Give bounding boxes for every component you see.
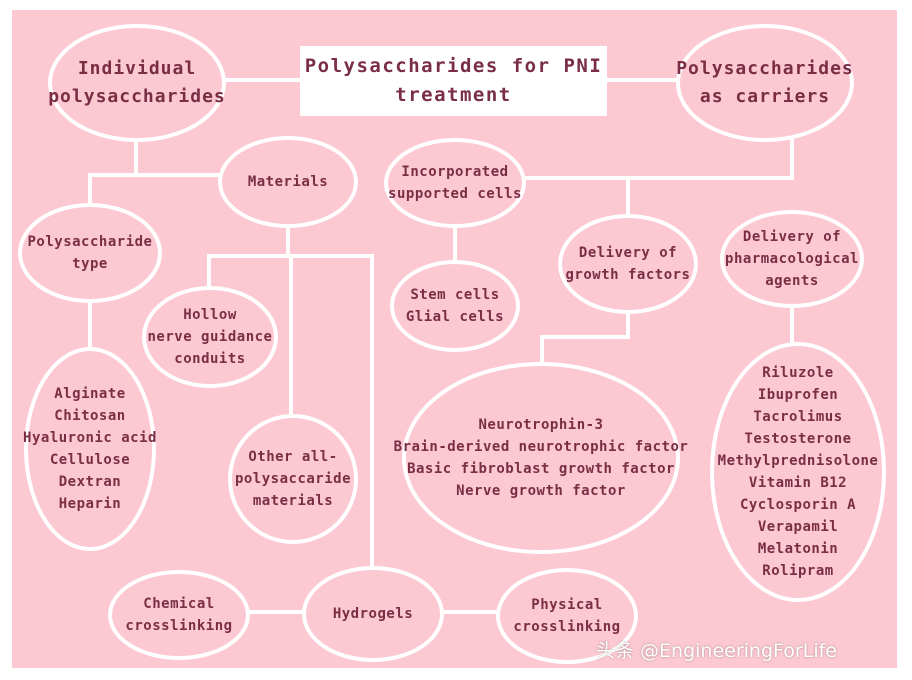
node-stem-glial-cells: Stem cells Glial cells xyxy=(390,260,520,352)
title-box: Polysaccharides for PNI treatment xyxy=(300,46,607,116)
title-line: treatment xyxy=(395,84,512,106)
node-polysaccharides-as-carriers: Polysaccharides as carriers xyxy=(676,24,854,142)
node-materials: Materials xyxy=(218,136,358,228)
node-growth-factor-list: Neurotrophin-3 Brain-derived neurotrophi… xyxy=(394,362,688,554)
watermark: 头条 @EngineeringForLife xyxy=(596,640,837,662)
title-line: Polysaccharides for PNI xyxy=(304,55,603,77)
node-polysaccharide-list: Alginate Chitosan Hyaluronic acid Cellul… xyxy=(23,347,156,551)
node-hollow-conduits: Hollow nerve guidance conduits xyxy=(142,286,278,388)
node-pharmacological-agents: Delivery of pharmacological agents xyxy=(720,210,864,308)
link-type-materials xyxy=(88,173,224,207)
node-growth-factors: Delivery of growth factors xyxy=(558,214,698,314)
node-hydrogels: Hydrogels xyxy=(302,566,444,662)
node-physical-crosslinking: Physical crosslinking xyxy=(496,568,638,664)
node-chemical-crosslinking: Chemical crosslinking xyxy=(108,570,250,660)
node-incorporated-cells: Incorporated supported cells xyxy=(384,138,526,228)
link-carriers-cells xyxy=(514,138,794,180)
node-polysaccharide-type: Polysaccharide type xyxy=(18,203,162,303)
node-individual-polysaccharides: Individual polysaccharides xyxy=(48,24,226,142)
node-drug-list: Riluzole Ibuprofen Tacrolimus Testostero… xyxy=(710,342,886,602)
link-growth-factors xyxy=(540,308,630,367)
node-other-materials: Other all- polysaccaride materials xyxy=(228,414,358,544)
